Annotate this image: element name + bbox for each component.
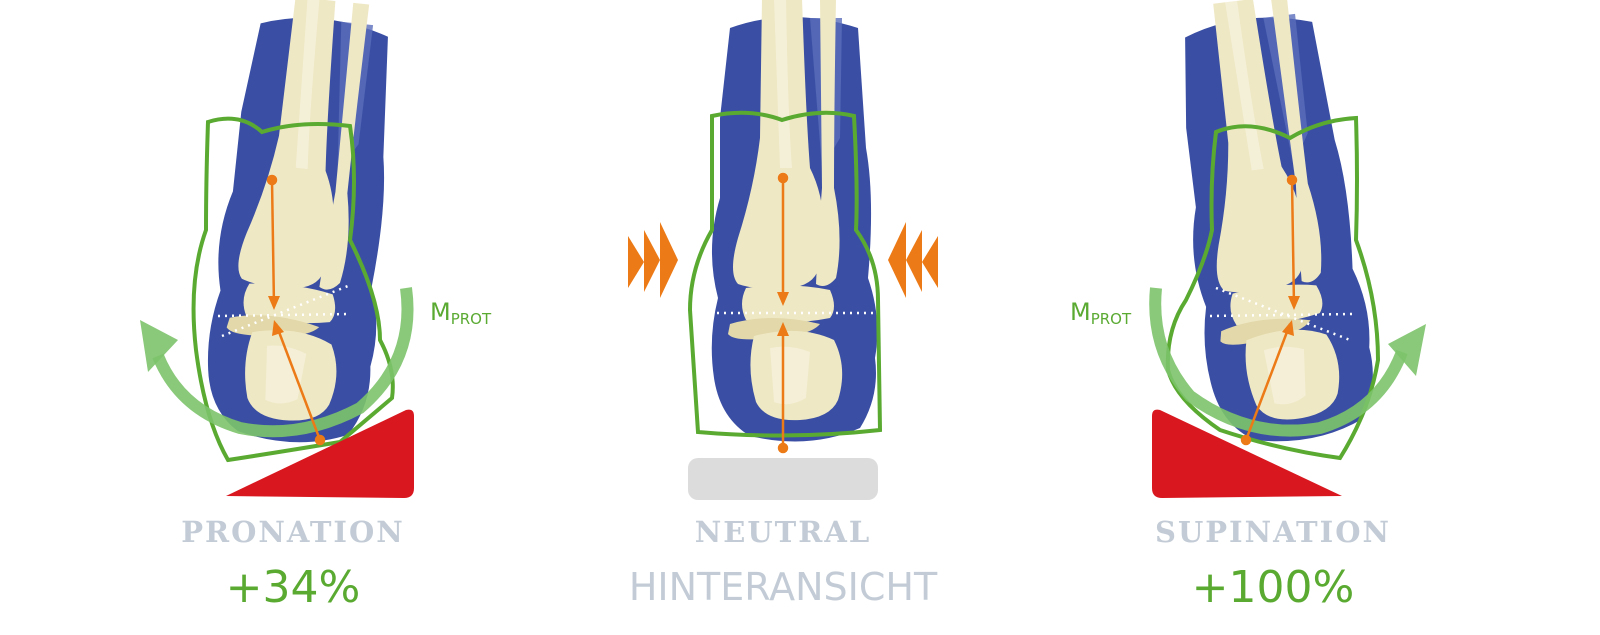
foot-bones-illustration [711, 0, 878, 442]
foot-bones-illustration [1163, 0, 1382, 451]
panel-label: NEUTRAL [695, 515, 871, 549]
percent-value: +100% [1192, 562, 1355, 613]
shoe-outline [191, 116, 395, 463]
supination-panel: MPROT SUPINATION +100% [1070, 0, 1426, 613]
shoe-outline [1165, 115, 1381, 461]
neutral-panel: NEUTRAL HINTERANSICHT [628, 0, 938, 609]
neutral-pad [688, 458, 878, 500]
force-arrow [777, 172, 789, 454]
panel-label: SUPINATION [1155, 515, 1391, 549]
pronation-panel: MPROT PRONATION +34% [140, 0, 492, 613]
shoe-outline [687, 110, 883, 438]
compression-arrows-icon [628, 222, 938, 298]
force-arrow [266, 174, 326, 446]
wedge-icon [226, 409, 414, 498]
percent-value: +34% [226, 562, 361, 613]
moment-label: MPROT [1070, 298, 1132, 328]
force-arrow [1240, 174, 1300, 446]
moment-label: MPROT [430, 298, 492, 328]
wedge-icon [1152, 409, 1342, 498]
rotation-arrow-icon [152, 287, 414, 438]
panel-label: PRONATION [181, 515, 405, 549]
view-label: HINTERANSICHT [629, 565, 938, 609]
